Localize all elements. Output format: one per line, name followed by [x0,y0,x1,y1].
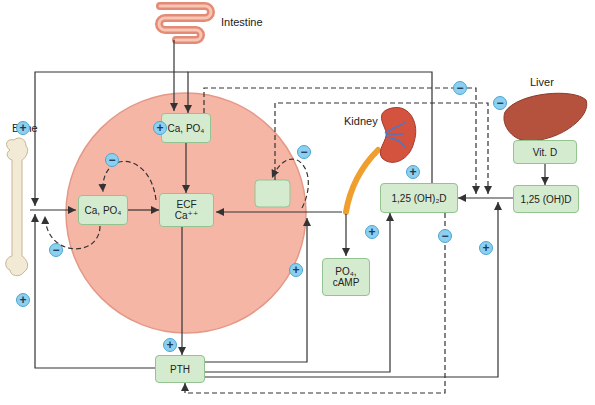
effect-sign: − [49,243,63,257]
kidney-ecf-line [216,211,342,212]
layout-lines [30,40,498,377]
effect-sign: + [289,263,303,277]
flow-arrow [188,72,432,183]
empty-box [255,180,290,207]
pth-bone-line [35,214,155,368]
effect-sign: + [163,338,177,352]
effect-sign: − [493,96,507,110]
organ-label: Kidney [344,115,378,127]
flow-arrow [128,209,159,210]
feedback-lines [45,88,488,249]
flow-arrow [185,143,186,193]
pth-conversion-line [205,202,498,377]
conversion-feedback-2 [275,103,488,194]
effect-sign: − [297,145,311,159]
flow-arrow [458,197,513,198]
organ-label: Intestine [221,16,263,28]
ecf-circle [66,93,306,333]
value-box: 1,25 (OH)D [513,185,579,213]
box-text: 1,25 (OH)D [520,194,571,205]
organ-label: Liver [530,76,554,88]
value-box: ECF Ca⁺⁺ [159,193,214,227]
intestine-illustration [159,6,211,40]
flow-arrow [181,227,182,355]
intestine-line [173,40,174,111]
kidney-vessels [385,122,406,148]
effect-sign: + [365,225,379,239]
effect-sign: − [438,229,452,243]
conversion-feedback [204,88,476,194]
effect-sign: + [153,121,167,135]
effect-sign: − [453,81,467,95]
bone-line [30,209,76,210]
flow-arrow [205,213,390,372]
pth-kidney-line [205,218,307,362]
value-box: Vit. D [513,140,577,164]
ureter [346,150,378,212]
value-box: 1,25 (OH)₂D [380,183,458,213]
value-box: PO₄, cAMP [322,258,370,296]
effect-sign: + [16,121,30,135]
box-text: PTH [170,364,190,375]
effect-sign: + [406,165,420,179]
effect-sign: + [16,293,30,307]
kidney-shape [380,107,415,162]
value-box: Ca, PO₄ [78,195,128,225]
bone-illustration [6,138,28,276]
box-text: PO₄, cAMP [329,266,363,288]
box-text: Ca, PO₄ [168,123,205,134]
kidney-feedback [272,159,308,208]
box-text: Vit. D [533,147,557,158]
box-text: 1,25 (OH)₂D [391,193,446,204]
effect-sign: + [479,241,493,255]
intestine-highlight [159,6,211,40]
liver-illustration [504,93,587,141]
box-text: Ca, PO₄ [85,205,122,216]
femur-shape [6,138,28,276]
value-box: Ca, PO₄ [161,113,211,143]
effect-sign: − [105,153,119,167]
intestine-tube [159,6,211,40]
flow-arrow [185,213,445,393]
value-box: PTH [155,355,205,383]
box-text: ECF Ca⁺⁺ [172,199,202,221]
flow-arrow [544,164,545,185]
kidney-excretion-line [345,214,346,256]
